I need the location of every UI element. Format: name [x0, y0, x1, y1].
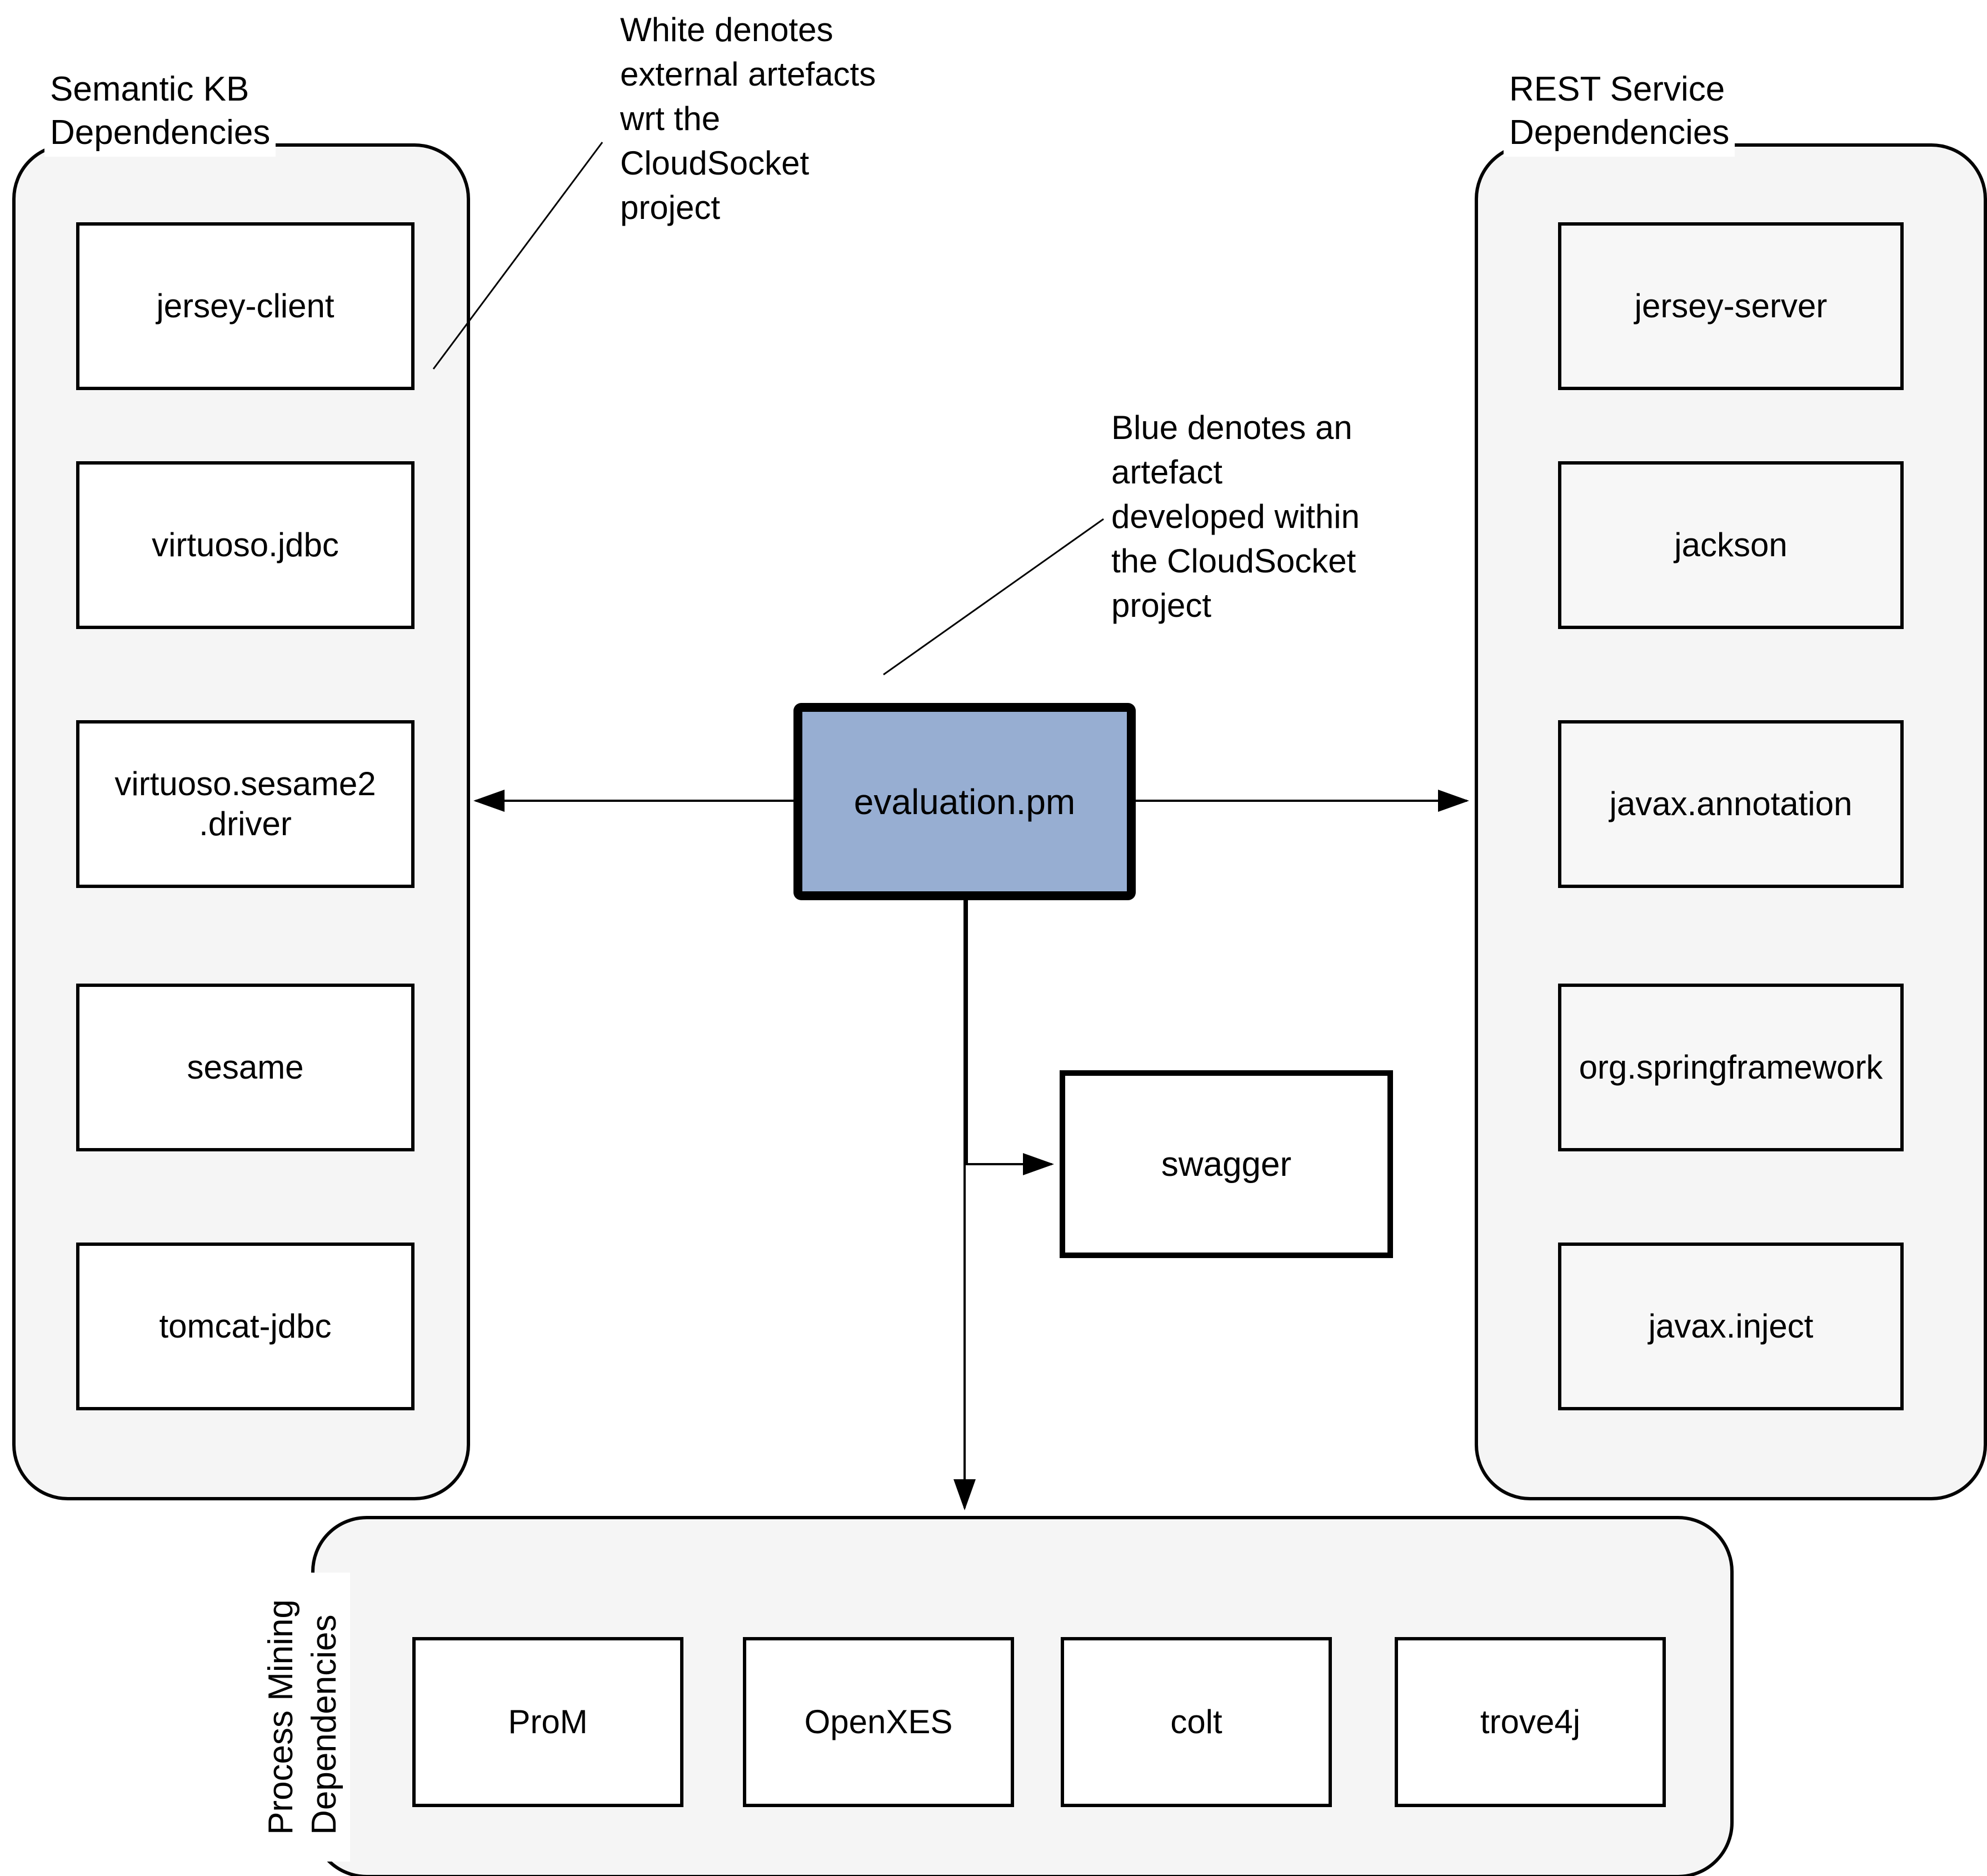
dependency-box-jersey-server: jersey-server	[1558, 222, 1904, 390]
dependency-box-prom: ProM	[412, 1637, 683, 1807]
process-mining-panel-title: Process Mining Dependencies	[256, 1573, 350, 1862]
dependency-box-colt: colt	[1061, 1637, 1332, 1807]
dependency-box-virtuoso-sesame2-driver: virtuoso.sesame2 .driver	[76, 720, 415, 888]
swagger-node: swagger	[1060, 1070, 1393, 1258]
dependency-box-jersey-client: jersey-client	[76, 222, 415, 390]
semantic-kb-panel-title: Semantic KB Dependencies	[44, 66, 276, 157]
dependency-box-tomcat-jdbc: tomcat-jdbc	[76, 1243, 415, 1410]
dependency-box-javax-annotation: javax.annotation	[1558, 720, 1904, 888]
blue-note-leader-line	[883, 518, 1104, 676]
dependency-box-trove4j: trove4j	[1395, 1637, 1666, 1807]
rest-service-panel-title: REST Service Dependencies	[1504, 66, 1735, 157]
dependency-box-virtuoso-jdbc: virtuoso.jdbc	[76, 461, 415, 629]
dependency-box-jackson: jackson	[1558, 461, 1904, 629]
dependency-box-openxes: OpenXES	[743, 1637, 1014, 1807]
dependency-box-javax-inject: javax.inject	[1558, 1243, 1904, 1410]
evaluation-pm-node: evaluation.pm	[793, 703, 1136, 900]
arrow-to-swagger	[966, 900, 1054, 1175]
dependency-box-sesame: sesame	[76, 984, 415, 1151]
dependency-box-org-springframework: org.springframework	[1558, 984, 1904, 1151]
blue-legend-note: Blue denotes an artefact developed withi…	[1111, 409, 1360, 624]
white-legend-note: White denotes external artefacts wrt the…	[620, 11, 876, 226]
